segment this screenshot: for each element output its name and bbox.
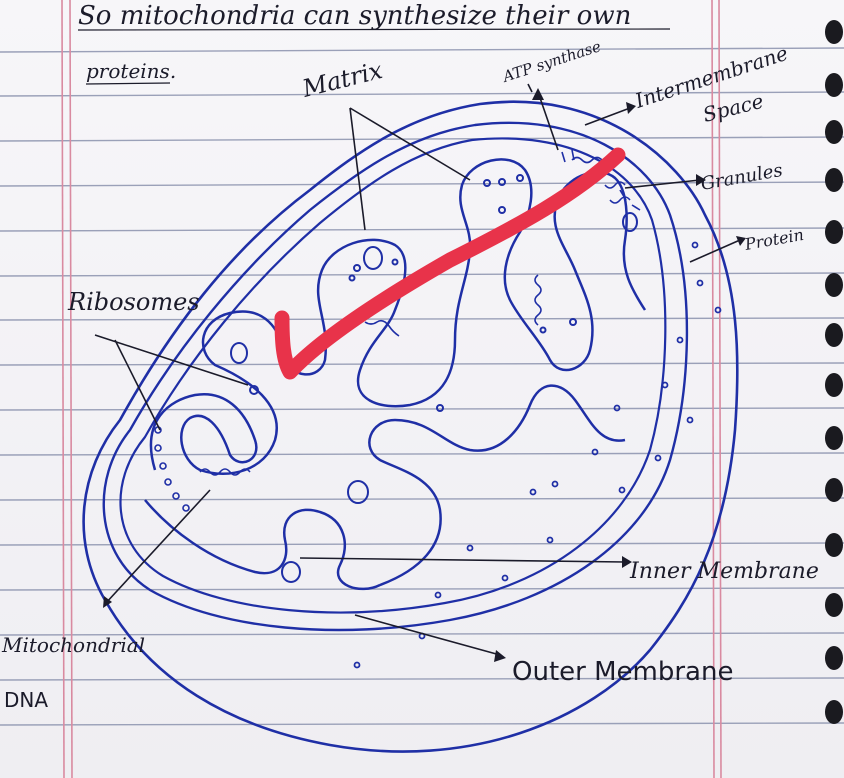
dna-squiggles <box>200 158 630 476</box>
label-atp-synthase: ATP synthase <box>499 37 604 86</box>
label-mito-dna-1: Mitochondrial <box>1 633 145 657</box>
cristae-folds <box>151 159 645 473</box>
binding-holes <box>825 20 843 724</box>
ribosome-dots <box>155 427 189 511</box>
label-mito-dna-2: DNA <box>4 688 48 712</box>
outer-membrane-shape <box>84 102 738 752</box>
intermembrane-inner-edge <box>120 138 665 612</box>
label-outer-membrane: Outer Membrane <box>512 657 733 687</box>
red-check-mark-icon <box>282 155 618 372</box>
label-inner-membrane: Inner Membrane <box>629 559 819 584</box>
label-space: Space <box>700 89 765 127</box>
label-matrix: Matrix <box>299 56 386 103</box>
note-top-line-2: proteins. <box>86 59 176 83</box>
note-proteins-underline <box>86 83 170 84</box>
label-protein: Protein <box>742 225 805 254</box>
note-top-line: So mitochondria can synthesize their own <box>78 1 631 31</box>
label-ribosomes: Ribosomes <box>67 288 200 316</box>
inner-membrane-shape <box>104 123 687 630</box>
